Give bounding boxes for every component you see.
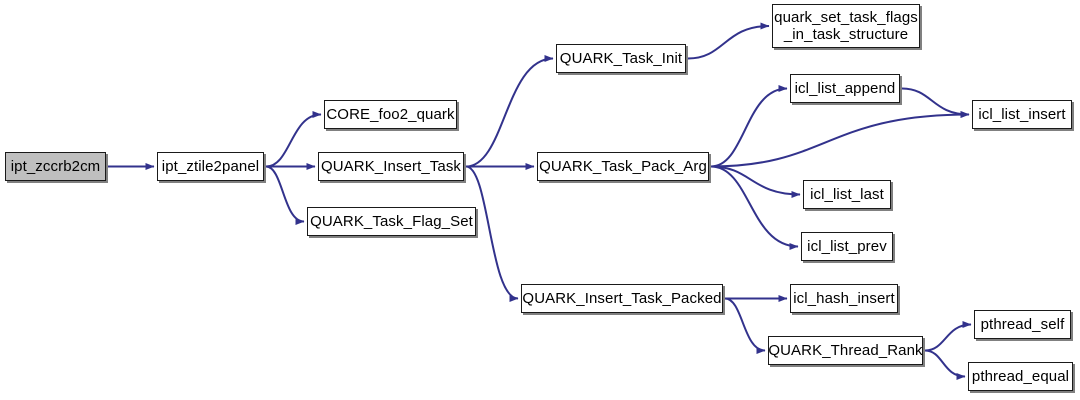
graph-edge-QUARK_Insert_Task_Packed-to-QUARK_Thread_Rank xyxy=(724,297,766,354)
graph-node-QUARK_Task_Pack_Arg[interactable]: QUARK_Task_Pack_Arg xyxy=(537,152,709,181)
graph-node-label: icl_list_prev xyxy=(807,238,887,255)
graph-node-icl_hash_insert[interactable]: icl_hash_insert xyxy=(790,284,898,313)
graph-node-label: icl_list_last xyxy=(810,186,884,203)
graph-edge-QUARK_Task_Pack_Arg-to-icl_list_insert xyxy=(710,111,970,168)
graph-node-label: ipt_ztile2panel xyxy=(161,158,260,175)
graph-node-icl_list_prev[interactable]: icl_list_prev xyxy=(801,232,893,261)
graph-node-label: QUARK_Insert_Task_Packed xyxy=(522,290,722,307)
graph-node-icl_list_insert[interactable]: icl_list_insert xyxy=(972,100,1072,129)
graph-node-CORE_foo2_quark[interactable]: CORE_foo2_quark xyxy=(324,100,457,129)
graph-node-label: ipt_zccrb2cm xyxy=(10,158,101,175)
graph-edge-QUARK_Insert_Task-to-QUARK_Task_Init xyxy=(465,55,554,168)
graph-node-ipt_zccrb2cm[interactable]: ipt_zccrb2cm xyxy=(5,152,106,181)
graph-node-label: icl_list_append xyxy=(794,80,896,97)
graph-node-label: QUARK_Task_Init xyxy=(559,50,683,67)
graph-node-label: QUARK_Thread_Rank xyxy=(768,342,923,359)
graph-node-label: icl_hash_insert xyxy=(793,290,895,307)
graph-node-QUARK_Insert_Task[interactable]: QUARK_Insert_Task xyxy=(318,152,464,181)
graph-node-label: QUARK_Insert_Task xyxy=(320,158,462,175)
graph-node-label: pthread_self xyxy=(980,316,1065,333)
graph-node-QUARK_Task_Init[interactable]: QUARK_Task_Init xyxy=(556,44,686,73)
graph-node-ipt_ztile2panel[interactable]: ipt_ztile2panel xyxy=(157,152,264,181)
graph-edge-ipt_ztile2panel-to-QUARK_Task_Flag_Set xyxy=(265,165,305,225)
graph-node-QUARK_Thread_Rank[interactable]: QUARK_Thread_Rank xyxy=(768,336,923,365)
graph-node-QUARK_Insert_Task_Packed[interactable]: QUARK_Insert_Task_Packed xyxy=(521,284,723,313)
graph-node-QUARK_Task_Flag_Set[interactable]: QUARK_Task_Flag_Set xyxy=(307,207,476,236)
graph-edge-QUARK_Thread_Rank-to-pthread_equal xyxy=(924,349,966,380)
graph-node-label: quark_set_task_flags _in_task_structure xyxy=(774,9,918,43)
graph-edge-QUARK_Task_Pack_Arg-to-icl_list_append xyxy=(710,85,788,168)
graph-node-quark_set_task_flags[interactable]: quark_set_task_flags _in_task_structure xyxy=(772,4,920,48)
graph-node-label: icl_list_insert xyxy=(978,106,1066,123)
graph-node-label: CORE_foo2_quark xyxy=(326,106,455,123)
graph-edge-QUARK_Thread_Rank-to-pthread_self xyxy=(924,321,972,352)
graph-edge-icl_list_append-to-icl_list_insert xyxy=(901,87,970,118)
graph-node-icl_list_append[interactable]: icl_list_append xyxy=(790,74,900,103)
graph-edge-QUARK_Task_Pack_Arg-to-icl_list_last xyxy=(710,165,801,198)
graph-edge-ipt_ztile2panel-to-CORE_foo2_quark xyxy=(265,111,322,168)
graph-node-label: QUARK_Task_Pack_Arg xyxy=(539,158,707,175)
graph-node-icl_list_last[interactable]: icl_list_last xyxy=(803,180,891,209)
graph-node-pthread_equal[interactable]: pthread_equal xyxy=(968,362,1073,391)
graph-node-label: QUARK_Task_Flag_Set xyxy=(310,213,473,230)
graph-node-label: pthread_equal xyxy=(971,368,1070,385)
graph-edge-QUARK_Task_Pack_Arg-to-icl_list_prev xyxy=(710,165,799,250)
graph-node-pthread_self[interactable]: pthread_self xyxy=(974,310,1071,339)
graph-edge-QUARK_Task_Init-to-quark_set_task_flags xyxy=(687,22,770,60)
